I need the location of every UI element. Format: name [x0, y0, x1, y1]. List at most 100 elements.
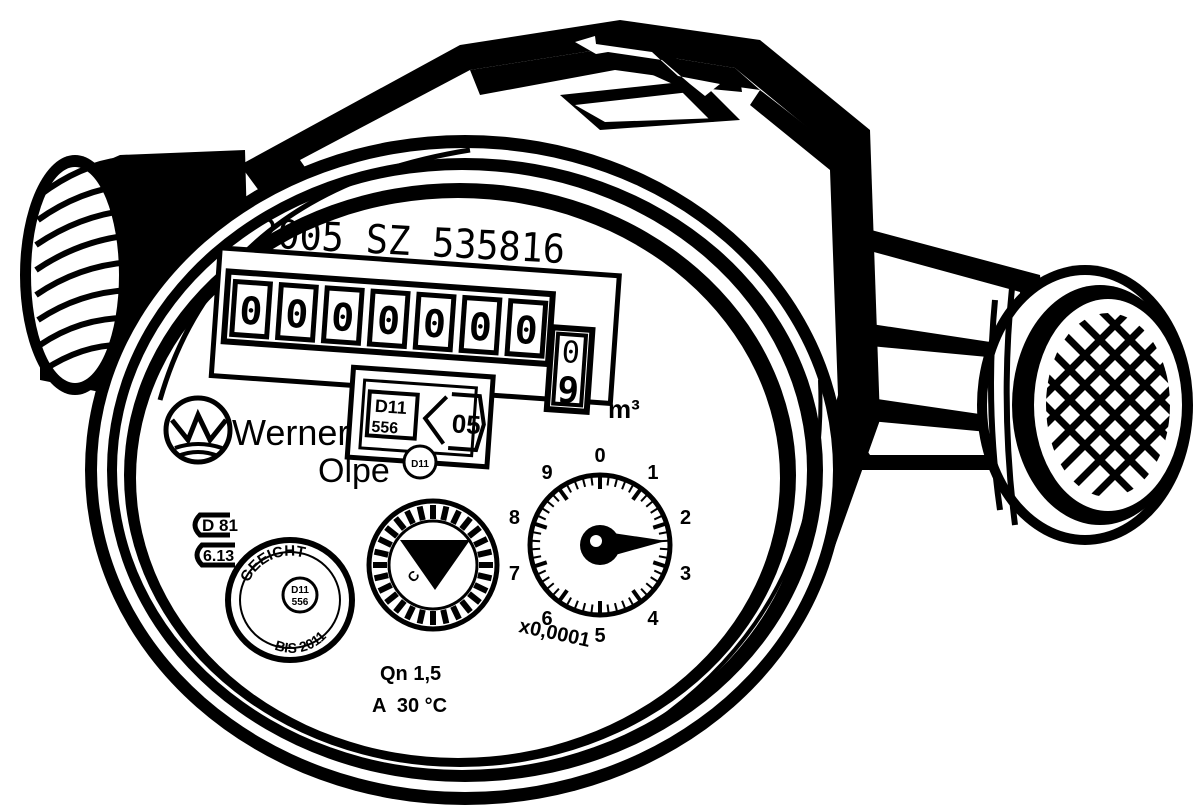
small-stamp: D11 [402, 444, 438, 480]
dial-tick [532, 560, 548, 569]
dial-tick [581, 602, 587, 614]
counter-unit: m³ [608, 394, 640, 424]
outlet-pipe [815, 215, 1193, 545]
counter-digit: 0 [320, 285, 365, 346]
dial-pointer [580, 525, 666, 565]
flow-indicator: C [366, 498, 500, 632]
star-tooth [477, 572, 493, 582]
counter-digit: 0 [366, 288, 411, 350]
counter-digit: 0 [458, 294, 503, 356]
dial-tick [536, 569, 547, 576]
dial-tick [565, 483, 572, 493]
werner-logo-icon [163, 395, 233, 465]
star-tooth [473, 582, 489, 594]
mark-d81: D 81 [192, 512, 238, 538]
star-tooth [450, 605, 462, 621]
dial-tick [653, 569, 664, 576]
dial-tick [659, 547, 670, 551]
dial-tick [531, 555, 542, 560]
dial-tick [557, 589, 569, 603]
dial-tick [565, 597, 572, 607]
brand-name: Werner [232, 412, 349, 453]
star-tooth [450, 509, 462, 525]
dial-tick [573, 479, 579, 490]
star-tooth [459, 516, 473, 531]
dial-tick [581, 476, 587, 488]
mark-613: 6.13 [194, 542, 235, 568]
dial-tick [631, 589, 643, 603]
dial-tick [628, 597, 635, 607]
dial-number: 2 [680, 507, 691, 529]
dial-tick [621, 600, 627, 611]
dial-tick [613, 602, 619, 614]
dial-tick [545, 499, 555, 508]
star-tooth [377, 536, 393, 548]
dial-tick [532, 521, 548, 530]
approval-top: D11 [374, 396, 407, 418]
dial-tick [658, 555, 669, 560]
dial-tick [557, 487, 569, 501]
star-tooth [404, 605, 416, 621]
dial-tick [530, 547, 541, 551]
approval-mark: D11 556 05 [344, 364, 496, 470]
dial-number: 3 [680, 563, 691, 585]
counter-digit-value: 0 [284, 292, 310, 337]
class-temperature: A 30 °C [372, 695, 447, 717]
counter-digit-value: 0 [330, 295, 356, 340]
dial-number: 4 [647, 608, 659, 630]
counter-digit: 0 [229, 278, 274, 340]
mark-d81-label: D 81 [202, 516, 238, 535]
dial-tick [536, 514, 547, 521]
dial-tick [650, 506, 660, 514]
dial-pointer-highlight [590, 535, 602, 547]
dial-tick [551, 588, 560, 597]
star-tooth [373, 548, 389, 558]
dial-tick [640, 588, 649, 597]
dial-tick [545, 582, 555, 591]
dial-number: 6 [542, 608, 553, 630]
star-tooth [440, 609, 450, 625]
dial-tick [551, 493, 560, 502]
dial-number: 8 [509, 507, 520, 529]
dial-tick [652, 521, 668, 530]
inlet-pipe [20, 150, 250, 395]
dial-tick [613, 476, 619, 488]
counter-digit-value: 0 [376, 298, 402, 343]
star-tooth [467, 525, 482, 539]
counter-digit: 0 [274, 282, 319, 343]
dial-tick [606, 475, 610, 486]
counter-last-digit-bottom: 9 [556, 370, 580, 412]
counter-digit: 0 [504, 298, 549, 359]
star-tooth [467, 591, 482, 605]
dial-tick [540, 506, 550, 514]
dial-number: 0 [594, 445, 605, 467]
indicator-triangle-icon [400, 540, 470, 590]
star-tooth [440, 505, 450, 521]
seal-center-top: D11 [291, 585, 309, 596]
mark-613-label: 6.13 [203, 548, 234, 565]
approval-bottom: 556 [371, 419, 399, 438]
dial-tick [653, 514, 664, 521]
dial-number: 7 [509, 563, 520, 585]
dial-tick [652, 560, 668, 569]
dial-tick [606, 604, 610, 615]
dial-tick [531, 530, 542, 535]
star-tooth [373, 572, 389, 582]
approval-year: 05 [451, 408, 482, 440]
counter-digit-value: 0 [422, 301, 448, 346]
dial-tick [645, 499, 655, 508]
dial-tick [530, 539, 541, 543]
dial-number: 9 [542, 462, 553, 484]
counter-digit-value: 0 [513, 308, 539, 353]
dial-tick [640, 493, 649, 502]
dial-tick [658, 530, 669, 535]
star-tooth [384, 591, 399, 605]
star-tooth [393, 516, 407, 531]
flow-arrow-icon [560, 28, 742, 122]
